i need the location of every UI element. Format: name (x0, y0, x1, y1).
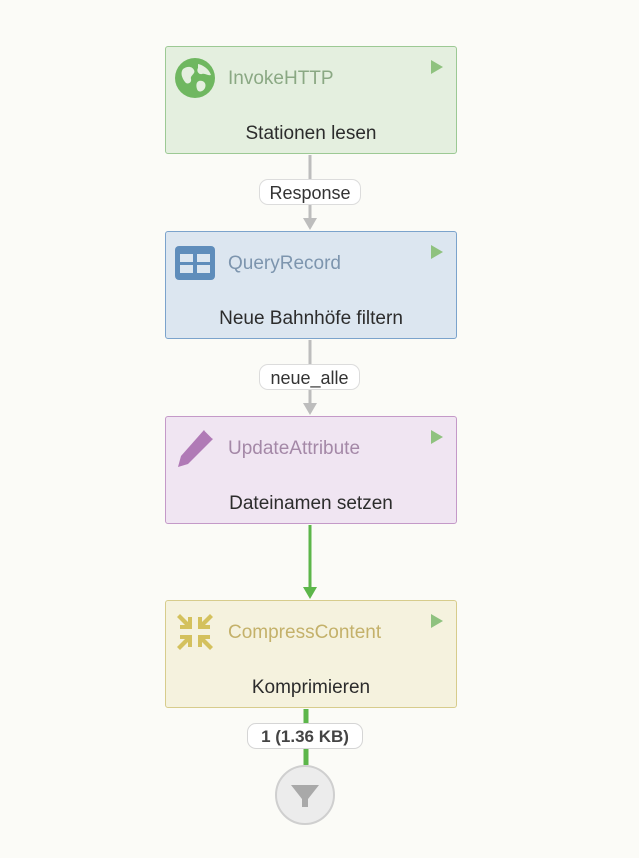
processor-type: UpdateAttribute (228, 438, 361, 459)
processor-name: Stationen lesen (245, 123, 377, 144)
processor-name: Komprimieren (251, 677, 371, 698)
processor-name: Dateinamen setzen (229, 493, 393, 514)
globe-icon (175, 58, 215, 98)
play-icon (431, 614, 443, 628)
pencil-icon (178, 429, 214, 467)
table-icon (175, 246, 215, 280)
processor-name: Neue Bahnhöfe filtern (219, 308, 403, 329)
queue-count-label[interactable]: 1 (1.36 KB) (247, 723, 363, 749)
processor-type: CompressContent (228, 622, 382, 643)
play-icon (431, 245, 443, 259)
funnel-icon (291, 785, 319, 807)
compress-icon (177, 614, 213, 650)
relationship-label-response[interactable]: Response (259, 179, 361, 205)
play-icon (431, 430, 443, 444)
funnel[interactable] (275, 765, 335, 825)
processor-compresscontent[interactable]: CompressContent Komprimieren (165, 600, 457, 708)
processor-queryrecord[interactable]: QueryRecord Neue Bahnhöfe filtern (165, 231, 457, 339)
play-icon (431, 60, 443, 74)
connection-updateattribute-compresscontent[interactable] (303, 525, 317, 599)
processor-type: InvokeHTTP (228, 68, 334, 89)
relationship-label-neue-alle[interactable]: neue_alle (259, 364, 360, 390)
processor-updateattribute[interactable]: UpdateAttribute Dateinamen setzen (165, 416, 457, 524)
processor-invokehttp[interactable]: InvokeHTTP Stationen lesen (165, 46, 457, 154)
processor-type: QueryRecord (228, 253, 341, 274)
